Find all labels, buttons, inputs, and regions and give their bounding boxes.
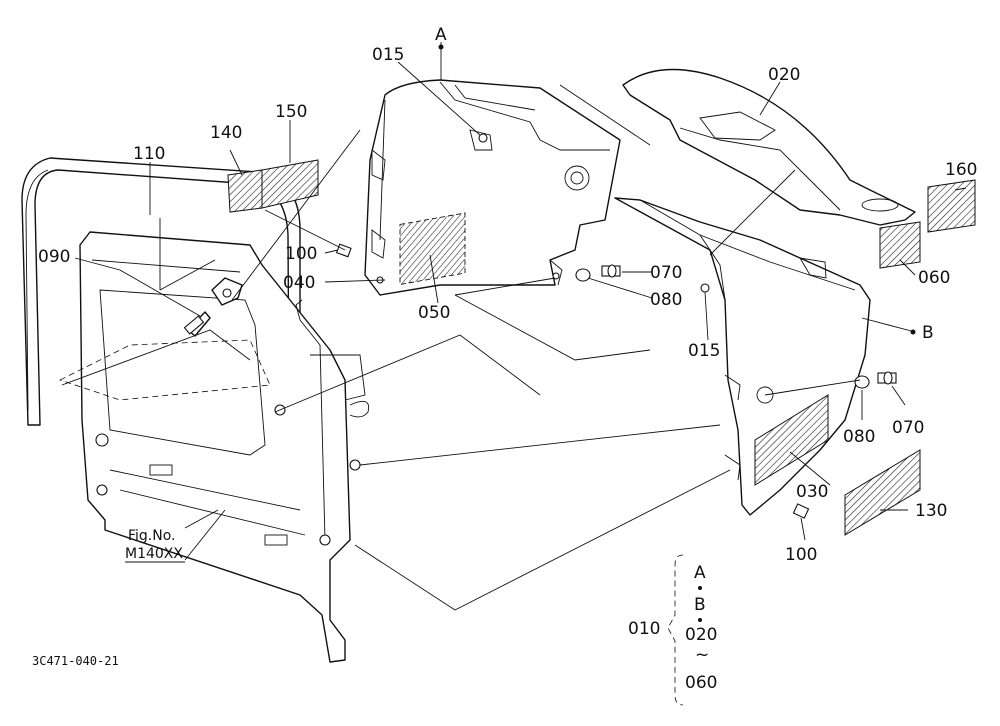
callout-040: 040 — [283, 273, 315, 293]
cab-frame — [58, 231, 370, 663]
callout-015-right: 015 — [688, 341, 720, 361]
part-030-decal — [754, 394, 829, 486]
assembly-note: 010 A B 020 ~ 060 — [628, 554, 717, 706]
assembly-note-line1: A — [694, 563, 706, 583]
callout-050: 050 — [418, 303, 450, 323]
callout-B: B — [922, 323, 934, 343]
callout-070-right: 070 — [892, 418, 924, 438]
part-050-label — [399, 212, 466, 285]
callout-090: 090 — [38, 247, 70, 267]
callout-030: 030 — [796, 482, 828, 502]
callout-070-mid: 070 — [650, 263, 682, 283]
callout-100-right: 100 — [785, 545, 817, 565]
fig-no-label: Fig.No. — [128, 528, 176, 544]
assembly-lines — [61, 84, 861, 611]
callout-080-right: 080 — [843, 427, 875, 447]
assembly-note-line2: B — [694, 595, 706, 615]
callout-060: 060 — [918, 268, 950, 288]
callout-130: 130 — [915, 501, 947, 521]
callout-160: 160 — [945, 160, 977, 180]
part-130-decal — [844, 449, 921, 536]
part-B-lower-cover — [614, 197, 871, 516]
part-160-decal — [927, 179, 976, 233]
callout-leaders — [74, 42, 967, 561]
callout-140: 140 — [210, 123, 242, 143]
callout-080-mid: 080 — [650, 290, 682, 310]
callout-100-left: 100 — [285, 244, 317, 264]
part-020-top-cover — [622, 68, 916, 226]
part-060-decal — [879, 221, 921, 269]
assembly-note-line3: 020 — [685, 625, 717, 645]
fasteners — [183, 243, 897, 519]
callout-015-top: 015 — [372, 45, 404, 65]
callout-110: 110 — [133, 144, 165, 164]
callout-A: A — [435, 25, 447, 45]
assembly-note-part: 010 — [628, 619, 660, 639]
assembly-note-tilde: ~ — [695, 645, 709, 665]
callout-020: 020 — [768, 65, 800, 85]
assembly-note-line4: 060 — [685, 673, 717, 693]
callout-150: 150 — [275, 102, 307, 122]
drawing-code: 3C471-040-21 — [32, 654, 119, 668]
fig-no-value: M140XX — [125, 546, 183, 562]
part-140-150-decals — [227, 159, 319, 213]
